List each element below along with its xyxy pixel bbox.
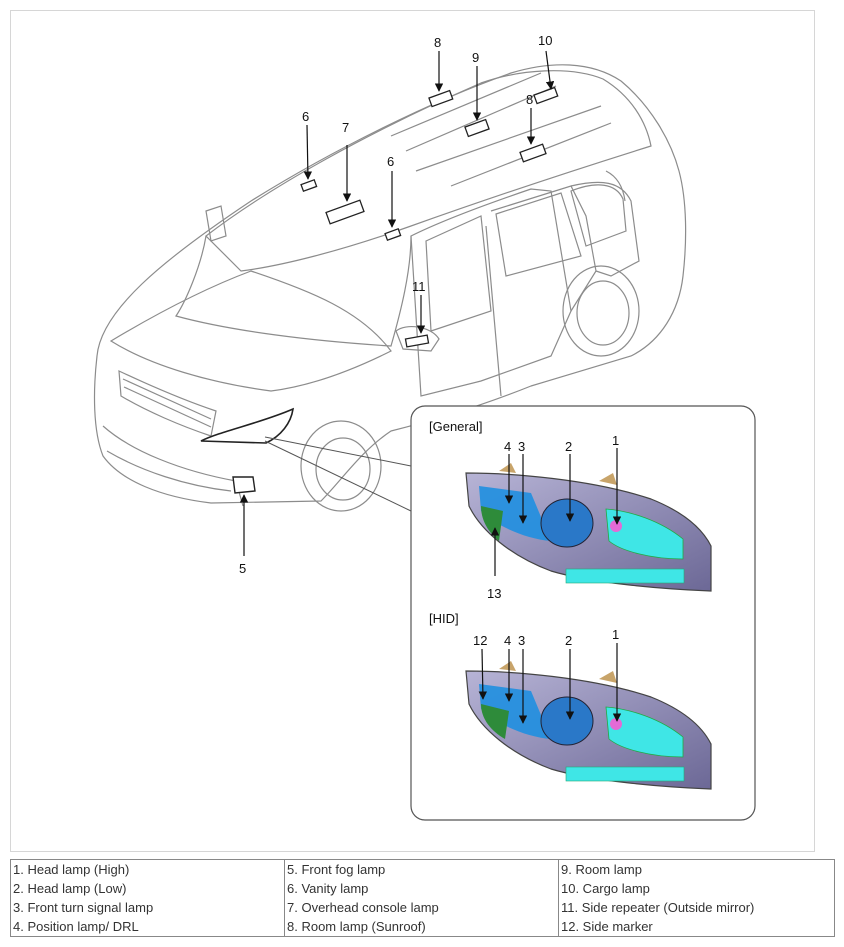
legend-cell: 12. Side marker bbox=[558, 917, 835, 937]
legend-cell: 8. Room lamp (Sunroof) bbox=[284, 917, 559, 937]
legend-cell: 5. Front fog lamp bbox=[284, 859, 559, 879]
legend-cell: 6. Vanity lamp bbox=[284, 879, 559, 898]
callout-10-cargo-lamp: 10 bbox=[538, 33, 552, 48]
inset-callout-4-position-lamp-hid: 4 bbox=[504, 633, 511, 648]
lamp-legend-table: 1. Head lamp (High) 5. Front fog lamp 9.… bbox=[10, 859, 835, 937]
inset-callout-1-high-beam-hid: 1 bbox=[612, 627, 619, 642]
headlamp-general-illustration bbox=[465, 463, 712, 592]
inset-callout-2-low-beam: 2 bbox=[565, 439, 572, 454]
legend-cell: 11. Side repeater (Outside mirror) bbox=[558, 898, 835, 917]
headlamp-hid-illustration bbox=[465, 661, 712, 790]
inset-callout-2-low-beam-hid: 2 bbox=[565, 633, 572, 648]
vehicle-illustration bbox=[93, 64, 687, 512]
callout-8-sunroof-lamp-rear: 8 bbox=[526, 92, 533, 107]
inset-callout-4-position-lamp: 4 bbox=[504, 439, 511, 454]
callout-6-vanity-lamp-right: 6 bbox=[387, 154, 394, 169]
legend-row: 3. Front turn signal lamp 7. Overhead co… bbox=[10, 898, 835, 917]
inset-title-hid: [HID] bbox=[429, 611, 459, 626]
headlamp-inset: [General] [HID] bbox=[410, 405, 756, 821]
callout-6-vanity-lamp-left: 6 bbox=[302, 109, 309, 124]
legend-row: 1. Head lamp (High) 5. Front fog lamp 9.… bbox=[10, 859, 835, 879]
legend-cell: 1. Head lamp (High) bbox=[10, 859, 285, 879]
inset-callout-3-turn-signal-hid: 3 bbox=[518, 633, 525, 648]
inset-callout-1-high-beam: 1 bbox=[612, 433, 619, 448]
vehicle-callouts: 8 9 10 8 6 7 6 11 5 bbox=[239, 33, 552, 576]
callout-9-room-lamp: 9 bbox=[472, 50, 479, 65]
inset-title-general: [General] bbox=[429, 419, 482, 434]
lamp-location-diagram: 8 9 10 8 6 7 6 11 5 [General] [HID] bbox=[10, 10, 815, 852]
legend-cell: 10. Cargo lamp bbox=[558, 879, 835, 898]
inset-callout-3-turn-signal: 3 bbox=[518, 439, 525, 454]
callout-11-side-repeater: 11 bbox=[412, 279, 426, 294]
legend-cell: 2. Head lamp (Low) bbox=[10, 879, 285, 898]
inset-callout-12-side-marker: 12 bbox=[473, 633, 487, 648]
legend-cell: 7. Overhead console lamp bbox=[284, 898, 559, 917]
inset-callout-13: 13 bbox=[487, 586, 501, 601]
callout-7-overhead-console-lamp: 7 bbox=[342, 120, 349, 135]
legend-row: 2. Head lamp (Low) 6. Vanity lamp 10. Ca… bbox=[10, 879, 835, 898]
legend-cell: 4. Position lamp/ DRL bbox=[10, 917, 285, 937]
callout-5-front-fog-lamp: 5 bbox=[239, 561, 246, 576]
legend-row: 4. Position lamp/ DRL 8. Room lamp (Sunr… bbox=[10, 917, 835, 937]
legend-cell: 3. Front turn signal lamp bbox=[10, 898, 285, 917]
callout-8-sunroof-lamp: 8 bbox=[434, 35, 441, 50]
legend-cell: 9. Room lamp bbox=[558, 859, 835, 879]
